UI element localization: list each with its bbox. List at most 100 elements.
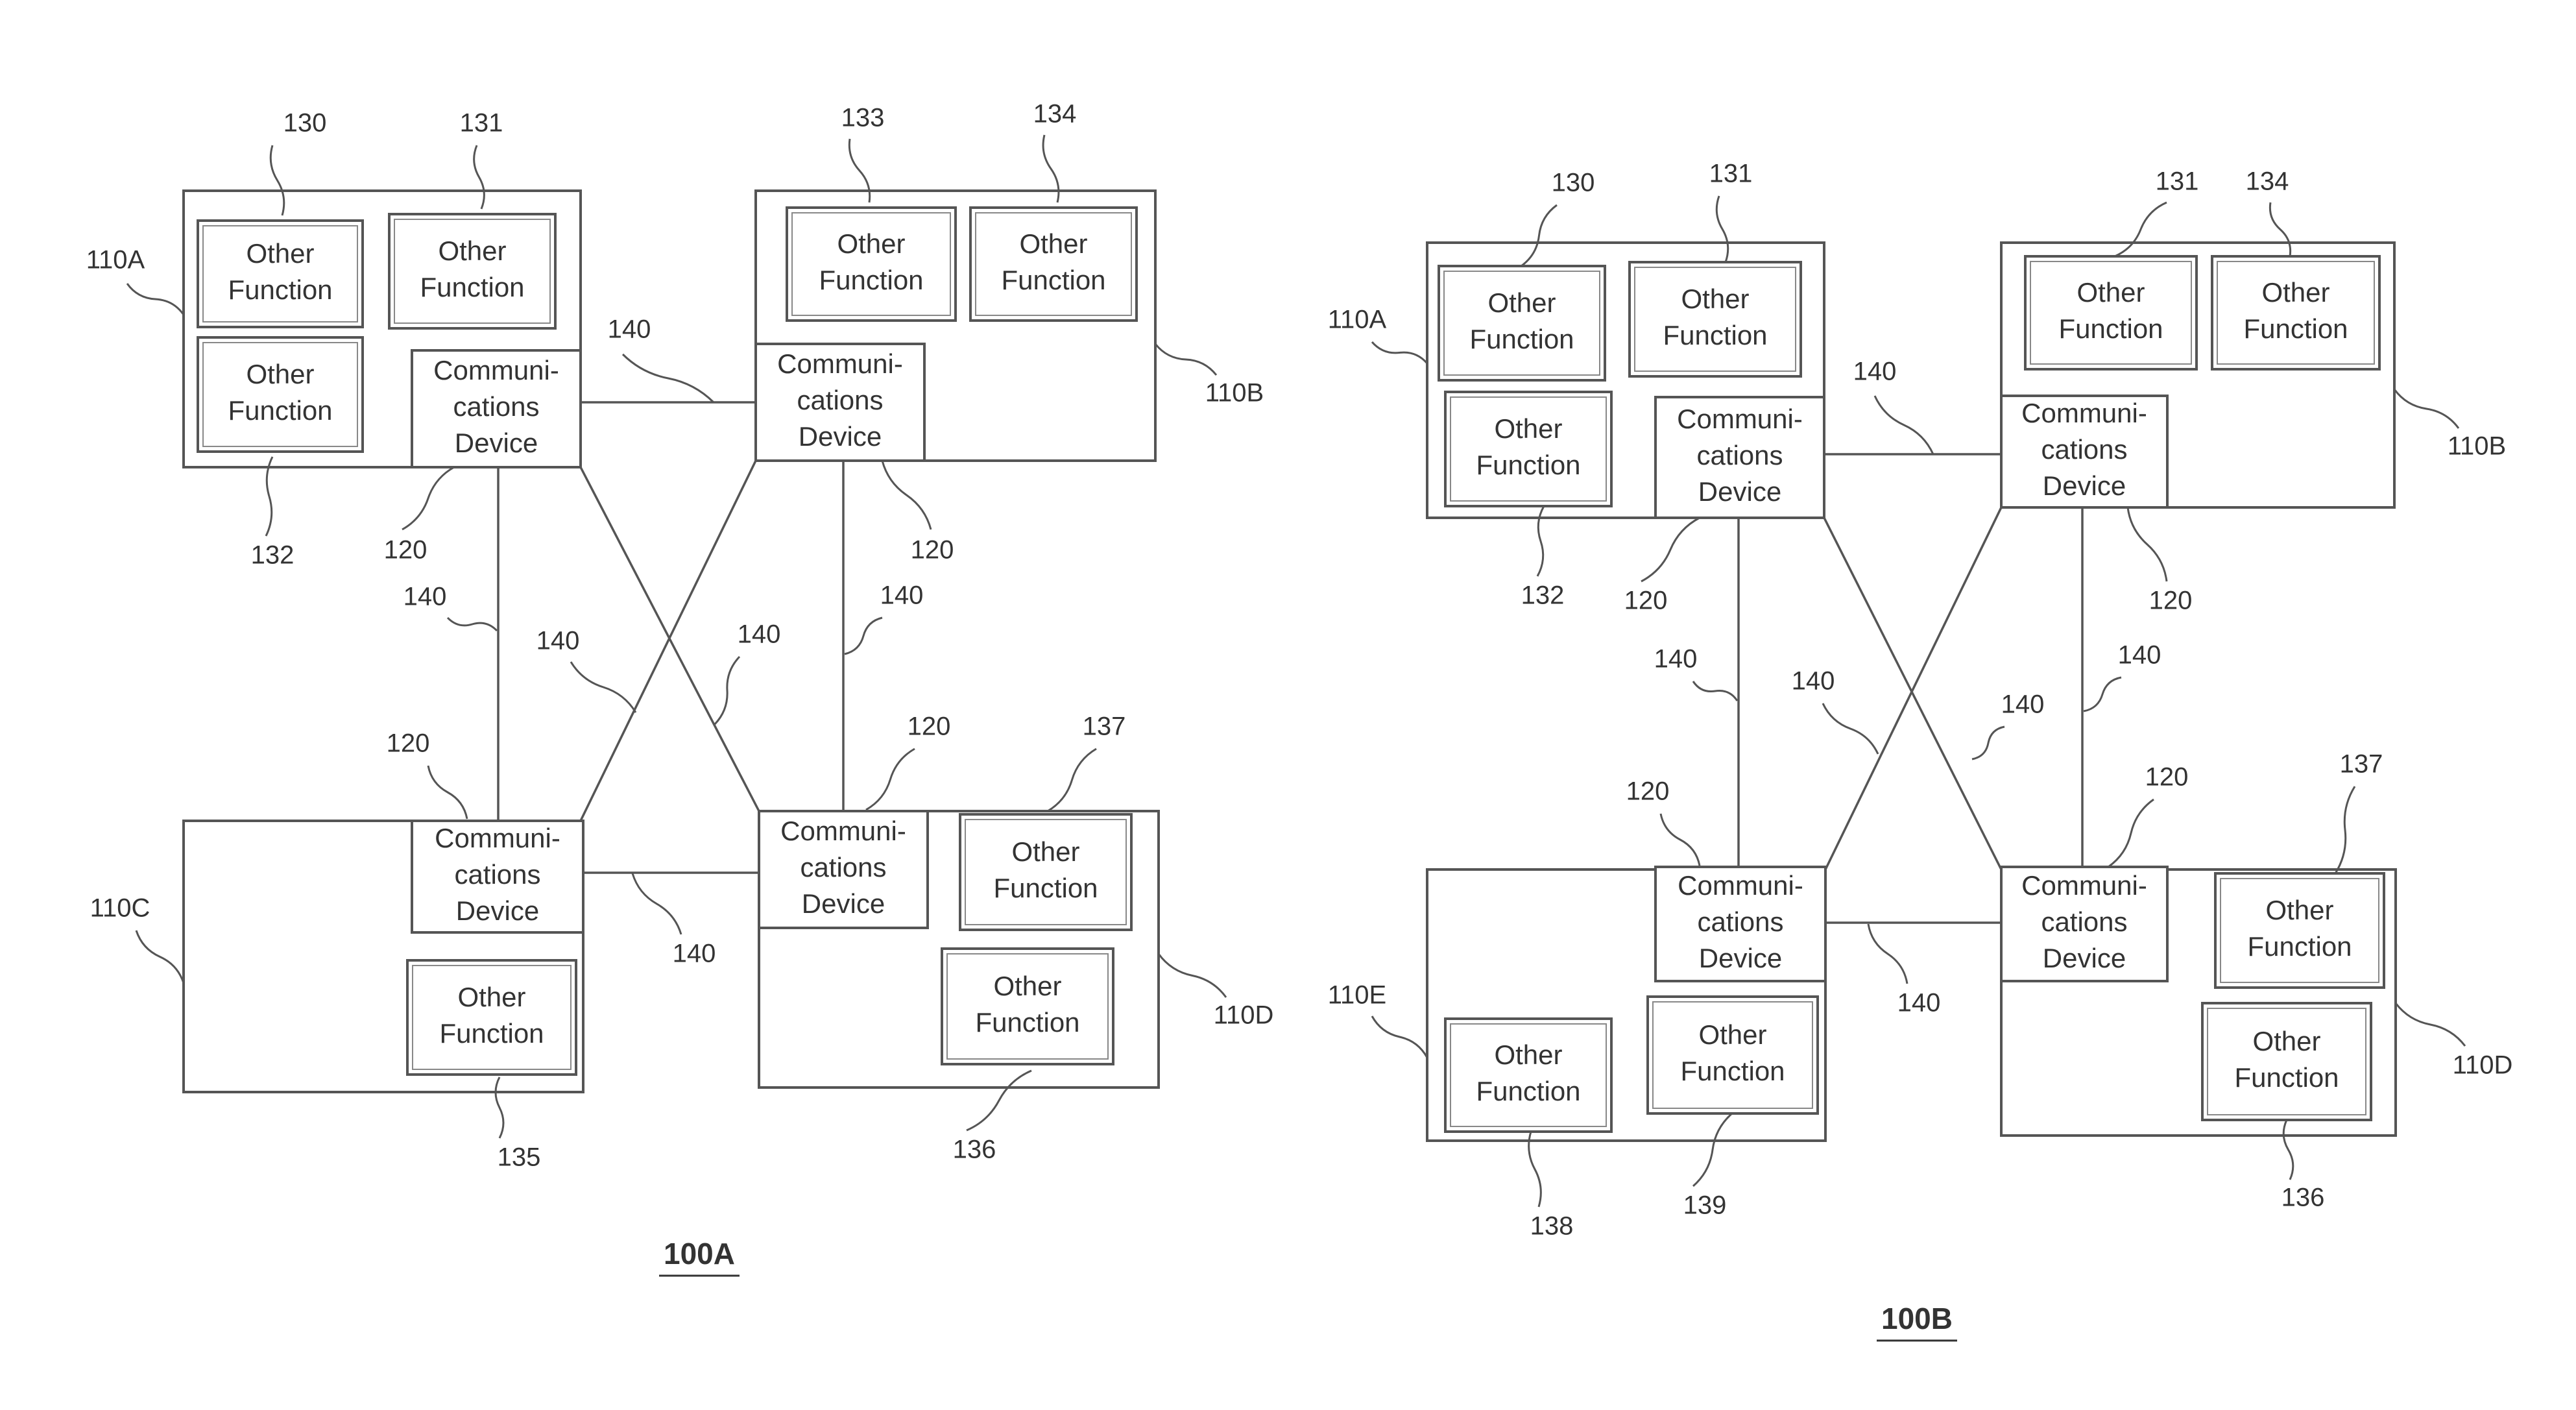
reference-numeral: 110A bbox=[1328, 306, 1387, 334]
box-label-line: Function bbox=[1476, 450, 1580, 480]
other-function-box: OtherFunction bbox=[1445, 392, 1611, 506]
leader-line bbox=[849, 139, 869, 202]
box-label-line: cations bbox=[2041, 434, 2127, 465]
other-function-box: OtherFunction bbox=[198, 221, 363, 327]
reference-numeral: 130 bbox=[283, 109, 327, 138]
leader-line bbox=[1972, 727, 2004, 759]
other-function-box: OtherFunction bbox=[787, 208, 956, 321]
leader-line bbox=[1521, 205, 1557, 266]
box-label-line: Communi- bbox=[433, 355, 559, 385]
box-label-line: Device bbox=[455, 428, 538, 458]
box-label-line: Function bbox=[2243, 313, 2348, 344]
box-label-line: Function bbox=[1469, 324, 1574, 354]
box-label-line: Other bbox=[837, 228, 905, 259]
reference-numeral: 136 bbox=[2281, 1184, 2325, 1212]
leader-line bbox=[2084, 677, 2121, 711]
other-function-box: OtherFunction bbox=[2025, 256, 2197, 369]
box-label-line: Function bbox=[2234, 1062, 2339, 1093]
box-label-line: Device bbox=[456, 895, 539, 926]
box-label-line: Other bbox=[1487, 287, 1556, 318]
leader-line bbox=[1159, 954, 1226, 997]
other-function-box: OtherFunction bbox=[2212, 256, 2379, 369]
reference-numeral: 131 bbox=[460, 109, 503, 138]
reference-numeral: 132 bbox=[1521, 581, 1565, 610]
other-function-box: OtherFunction bbox=[970, 208, 1137, 321]
box-label-line: Function bbox=[439, 1018, 544, 1049]
other-function-box: OtherFunction bbox=[198, 337, 363, 452]
reference-numeral: 136 bbox=[953, 1136, 996, 1164]
communications-device-box: Communi-cationsDevice bbox=[756, 344, 924, 461]
leader-line bbox=[2396, 1003, 2465, 1046]
box-label-line: cations bbox=[454, 859, 540, 890]
leader-line bbox=[845, 618, 882, 654]
reference-numeral: 140 bbox=[1853, 358, 1897, 386]
leader-line bbox=[623, 354, 714, 402]
leader-line bbox=[866, 749, 915, 810]
reference-numeral: 137 bbox=[1083, 712, 1126, 741]
box-label-line: Device bbox=[802, 888, 885, 919]
box-label-line: Other bbox=[993, 971, 1061, 1001]
leader-line bbox=[136, 930, 184, 983]
reference-numeral: 140 bbox=[673, 940, 716, 968]
reference-numeral: 120 bbox=[1626, 777, 1670, 806]
reference-numeral: 120 bbox=[911, 536, 954, 565]
leader-line bbox=[1048, 749, 1096, 811]
communications-device-box: Communi-cationsDevice bbox=[412, 350, 581, 467]
box-label-line: Communi- bbox=[1677, 404, 1803, 434]
box-label-line: cations bbox=[800, 852, 886, 882]
box-label-line: Function bbox=[975, 1007, 1079, 1038]
box-label-line: Other bbox=[1494, 1039, 1562, 1070]
leader-line bbox=[1661, 814, 1700, 866]
reference-numeral: 120 bbox=[384, 536, 427, 565]
leader-line bbox=[1043, 135, 1059, 202]
box-label-line: Other bbox=[246, 359, 314, 389]
communications-device-box: Communi-cationsDevice bbox=[412, 821, 583, 932]
box-label-line: Function bbox=[2247, 931, 2352, 962]
box-label-line: Function bbox=[1476, 1076, 1580, 1106]
leader-line bbox=[1155, 344, 1216, 375]
box-label-line: Function bbox=[1680, 1056, 1785, 1086]
box-label-line: Communi- bbox=[2021, 398, 2147, 428]
reference-numeral: 110B bbox=[2448, 432, 2506, 461]
leader-line bbox=[2115, 202, 2167, 256]
reference-numeral: 140 bbox=[1897, 989, 1941, 1017]
reference-numeral: 140 bbox=[1792, 667, 1835, 696]
reference-numeral: 110B bbox=[1205, 379, 1264, 407]
communications-device-box: Communi-cationsDevice bbox=[1655, 397, 1824, 518]
box-label-line: Other bbox=[2252, 1026, 2320, 1056]
box-label-line: Other bbox=[1681, 284, 1749, 314]
reference-numeral: 134 bbox=[2246, 167, 2289, 196]
box-label-line: Function bbox=[993, 873, 1098, 903]
leader-line bbox=[1875, 396, 1933, 454]
box-label-line: cations bbox=[797, 385, 883, 415]
box-label-line: cations bbox=[2041, 906, 2127, 937]
box-label-line: Device bbox=[2043, 943, 2126, 973]
box-label-line: Device bbox=[1699, 943, 1782, 973]
box-label-line: cations bbox=[1697, 906, 1783, 937]
box-label-line: Communi- bbox=[435, 823, 560, 853]
leader-line bbox=[1372, 342, 1427, 363]
leader-line bbox=[1868, 924, 1907, 984]
box-label-line: cations bbox=[1696, 440, 1783, 470]
box-label-line: Device bbox=[1698, 476, 1781, 507]
leader-line bbox=[271, 145, 284, 215]
box-label-line: Function bbox=[228, 395, 332, 426]
reference-numeral: 120 bbox=[1624, 587, 1668, 615]
reference-numeral: 138 bbox=[1530, 1212, 1574, 1241]
reference-numeral: 140 bbox=[403, 583, 447, 611]
reference-numeral: 137 bbox=[2340, 750, 2383, 779]
other-function-box: OtherFunction bbox=[1439, 266, 1605, 380]
leader-line bbox=[715, 657, 740, 724]
leader-line bbox=[967, 1071, 1031, 1130]
box-label-line: Communi- bbox=[2021, 870, 2147, 901]
leader-line bbox=[632, 873, 681, 934]
box-label-line: Communi- bbox=[777, 348, 903, 379]
leader-line bbox=[496, 1077, 503, 1138]
leader-line bbox=[1641, 518, 1700, 581]
leader-line bbox=[2335, 786, 2355, 873]
box-label-line: cations bbox=[453, 391, 539, 422]
other-function-box: OtherFunction bbox=[942, 949, 1113, 1064]
leader-line bbox=[2283, 1120, 2293, 1180]
reference-numeral: 140 bbox=[1654, 645, 1698, 674]
